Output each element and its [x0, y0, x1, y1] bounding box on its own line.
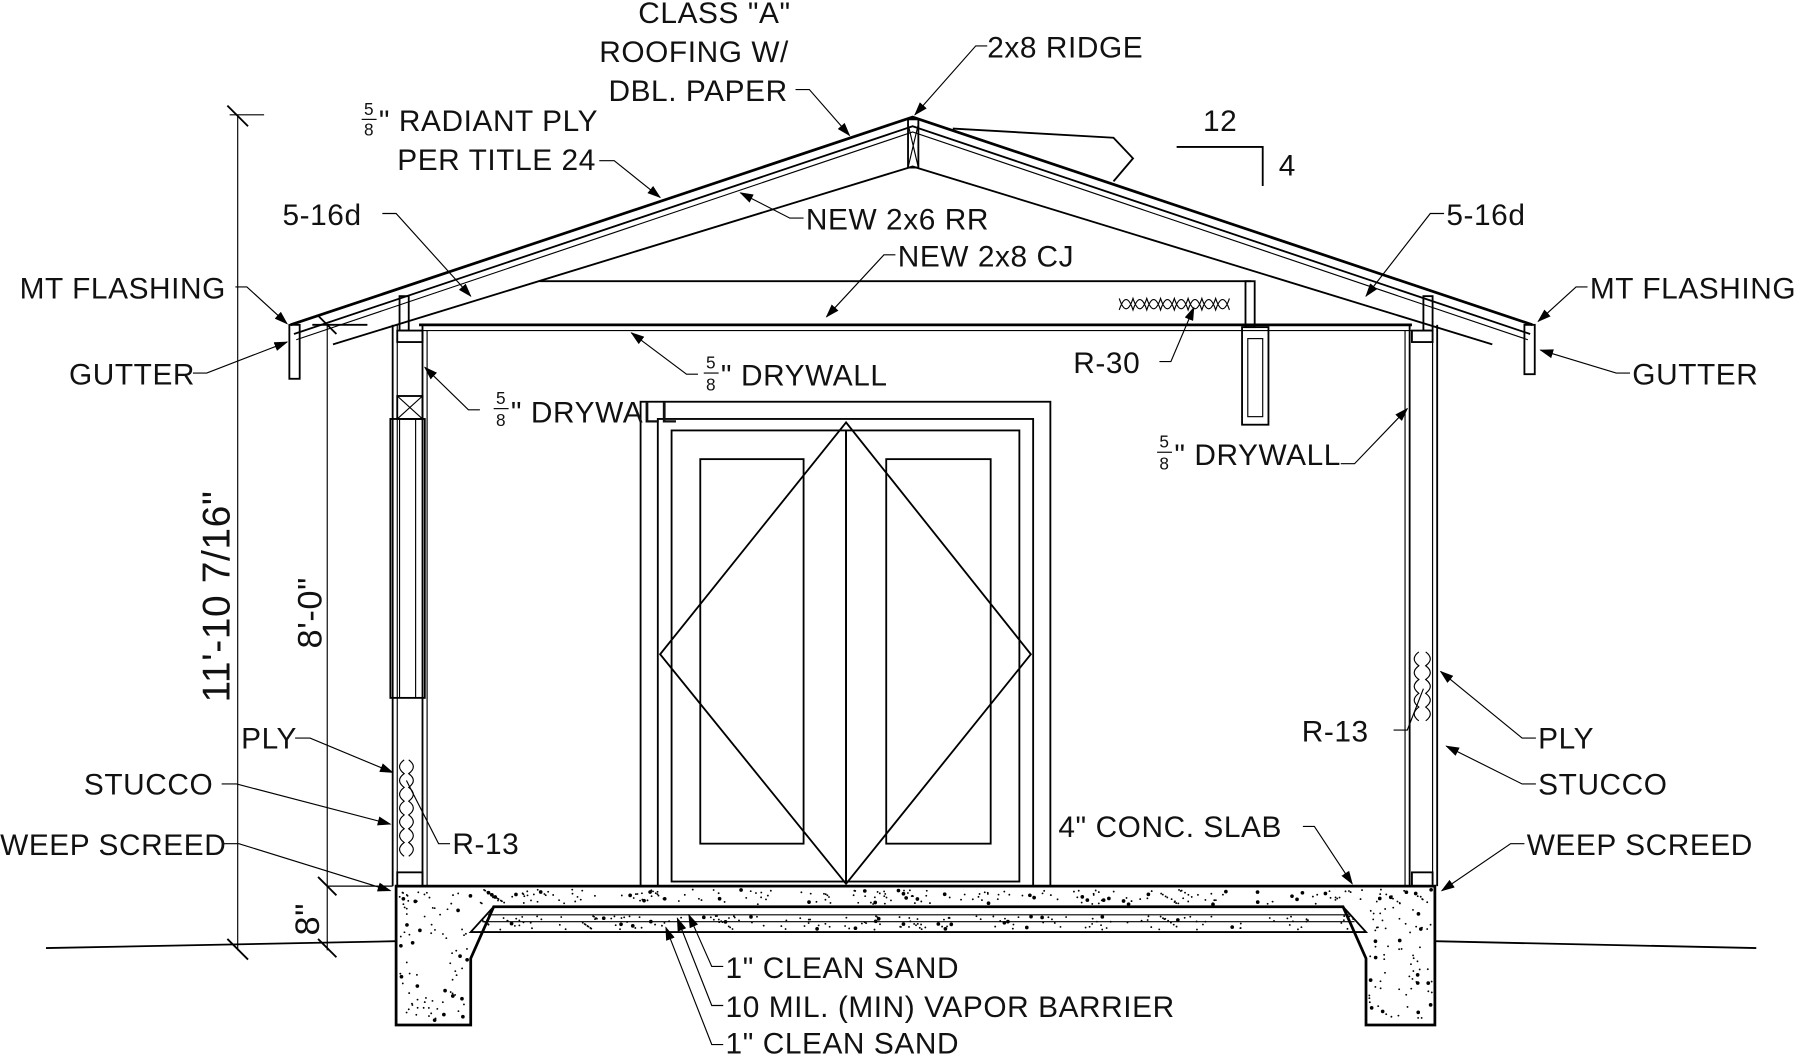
roof: [288, 115, 1536, 380]
right-wall: [398, 295, 1439, 888]
label-roofing-1: CLASS "A": [638, 0, 790, 30]
dimensions: 11'-10 7/16" 8'-0" 8": [196, 104, 393, 961]
label-flashing-right: MT FLASHING: [1590, 272, 1796, 305]
label-sand-top: 1" CLEAN SAND: [726, 952, 960, 985]
frac-den: 8: [496, 410, 506, 430]
label-drywall-right: " DRYWALL: [1174, 439, 1341, 472]
ceiling: [419, 280, 1412, 426]
frac-den: 8: [1159, 453, 1169, 473]
dim-overall-height: 11'-10 7/16": [196, 491, 239, 703]
label-rafter: NEW 2x6 RR: [806, 204, 989, 237]
gutter-right: [1523, 323, 1536, 376]
label-stucco-right: STUCCO: [1538, 768, 1667, 801]
label-ply-right: PLY: [1538, 722, 1594, 755]
label-sand-bottom: 1" CLEAN SAND: [726, 1028, 960, 1056]
label-r13-left: R-13: [452, 828, 519, 861]
label-gutter-right: GUTTER: [1632, 359, 1758, 392]
label-drywall-left: " DRYWALL: [511, 396, 678, 429]
frac-den: 8: [706, 374, 716, 394]
label-ply-left: PLY: [241, 722, 297, 755]
frac-num: 5: [364, 99, 374, 119]
left-wall: [389, 324, 428, 888]
window: [389, 418, 426, 699]
label-gutter-left: GUTTER: [69, 359, 195, 392]
grade-line-right: [1434, 940, 1757, 950]
frac-num: 5: [496, 388, 506, 408]
double-door: [639, 400, 1052, 888]
label-vapor-barrier: 10 MIL. (MIN) VAPOR BARRIER: [726, 991, 1175, 1024]
frac-num: 5: [1159, 432, 1169, 452]
leaders: [192, 45, 1631, 1046]
pitch-rise: 4: [1279, 150, 1296, 183]
r13-insulation-right: [1413, 651, 1431, 722]
label-roofing-2: ROOFING W/: [599, 36, 789, 69]
label-flashing-left: MT FLASHING: [20, 272, 226, 305]
frac-den: 8: [364, 119, 374, 139]
label-weep-right: WEEP SCREED: [1527, 829, 1753, 862]
label-r30: R-30: [1073, 347, 1140, 380]
concrete-speckle: [398, 887, 1433, 1023]
label-r13-right: R-13: [1302, 715, 1369, 748]
grade-line-left: [45, 940, 397, 950]
label-stucco-left: STUCCO: [84, 768, 213, 801]
label-ceiling-joist: NEW 2x8 CJ: [898, 240, 1074, 273]
label-ridge: 2x8 RIDGE: [987, 31, 1143, 64]
r13-insulation-left: [398, 759, 414, 857]
label-drywall-ceiling: " DRYWALL: [721, 360, 888, 393]
label-slab: 4" CONC. SLAB: [1058, 811, 1282, 844]
r30-insulation: [1118, 296, 1230, 312]
label-roofing-3: DBL. PAPER: [608, 75, 787, 108]
pitch-run: 12: [1203, 105, 1237, 138]
label-radiant-ply-2: PER TITLE 24: [397, 144, 596, 177]
frac-num: 5: [706, 352, 716, 372]
ridge-board: [907, 118, 920, 169]
concrete-slab-footing: [394, 884, 1437, 1027]
roof-pitch-symbol: 12 4: [1176, 105, 1296, 186]
gutter-left: [288, 323, 301, 380]
label-nails-right: 5-16d: [1446, 199, 1525, 232]
header-beam: [1241, 326, 1270, 426]
label-nails-left: 5-16d: [282, 199, 361, 232]
label-radiant-ply-1: " RADIANT PLY: [379, 105, 598, 138]
dim-wall-height: 8'-0": [291, 577, 329, 648]
label-weep-left: WEEP SCREED: [0, 829, 226, 862]
dim-base-height: 8": [289, 903, 327, 936]
